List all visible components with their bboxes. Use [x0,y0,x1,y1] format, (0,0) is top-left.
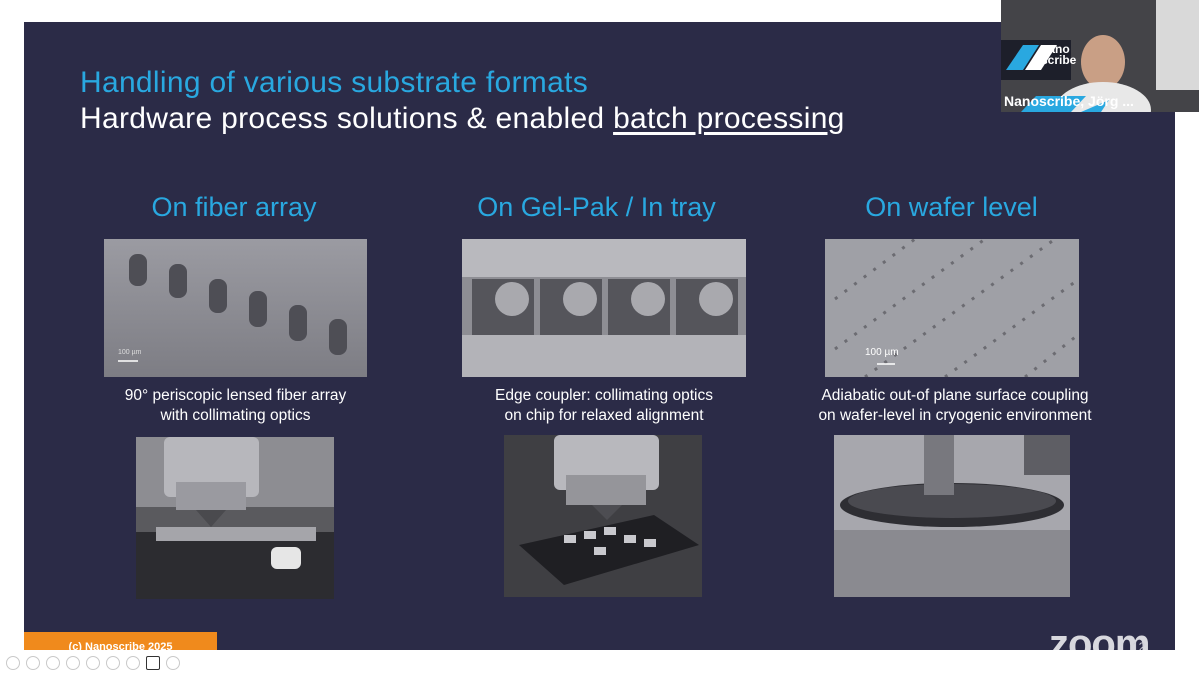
caption-line: Adiabatic out-of plane surface coupling [821,387,1089,404]
caption-line: on wafer-level in cryogenic environment [818,407,1092,424]
toolbar-button-icon[interactable] [166,656,180,670]
participant-name: Nanoscribe, Jörg ... [1004,93,1134,109]
slide-title: Handling of various substrate formats [80,66,589,99]
toolbar-button-icon[interactable] [46,656,60,670]
heading-wafer-level: On wafer level [865,192,1038,222]
zoom-logo: zoom [1049,622,1150,650]
participant-video-tile[interactable]: nano scribe Nanoscribe, Jörg ... [1001,0,1199,112]
caption-line: with collimating optics [160,407,311,424]
caption-edge-coupler: Edge coupler: collimating optics on chip… [462,386,746,426]
toolbar-button-icon[interactable] [106,656,120,670]
subtitle-prefix: Hardware process solutions & enabled [80,102,614,135]
caption-line: Edge coupler: collimating optics [495,387,713,404]
heading-gel-pak: On Gel-Pak / In tray [477,192,716,222]
toolbar-button-icon[interactable] [26,656,40,670]
copyright-footer: (c) Nanoscribe 2025 [24,632,217,650]
sem-image-fiber-array: 100 µm [104,239,367,377]
heading-fiber-array: On fiber array [151,192,317,222]
caption-wafer: Adiabatic out-of plane surface coupling … [799,386,1111,426]
caption-line: on chip for relaxed alignment [504,407,704,424]
presentation-slide: Handling of various substrate formats Ha… [24,22,1175,650]
toolbar-button-icon[interactable] [66,656,80,670]
video-camera-icon[interactable] [146,656,160,670]
sem-image-wafer: 100 µm [825,239,1079,377]
slide-subtitle: Hardware process solutions & enabled bat… [80,102,845,136]
photo-printer-wafer [834,435,1070,597]
sem-image-edge-coupler [462,239,746,377]
participant-logo-text: nano scribe [1041,42,1077,67]
subtitle-underlined: batch processing [613,102,845,135]
toolbar-button-icon[interactable] [86,656,100,670]
photo-printer-tray [504,435,702,597]
toolbar-button-icon[interactable] [6,656,20,670]
caption-fiber-array: 90° periscopic lensed fiber array with c… [104,386,367,426]
caption-line: 90° periscopic lensed fiber array [124,387,347,404]
photo-printer-fiber-array [136,437,334,599]
page-number: 12 [1132,640,1146,650]
scale-bar-label: 100 µm [865,347,899,358]
zoom-toolbar [0,654,206,672]
toolbar-button-icon[interactable] [126,656,140,670]
scale-bar-label: 100 µm [118,349,142,356]
